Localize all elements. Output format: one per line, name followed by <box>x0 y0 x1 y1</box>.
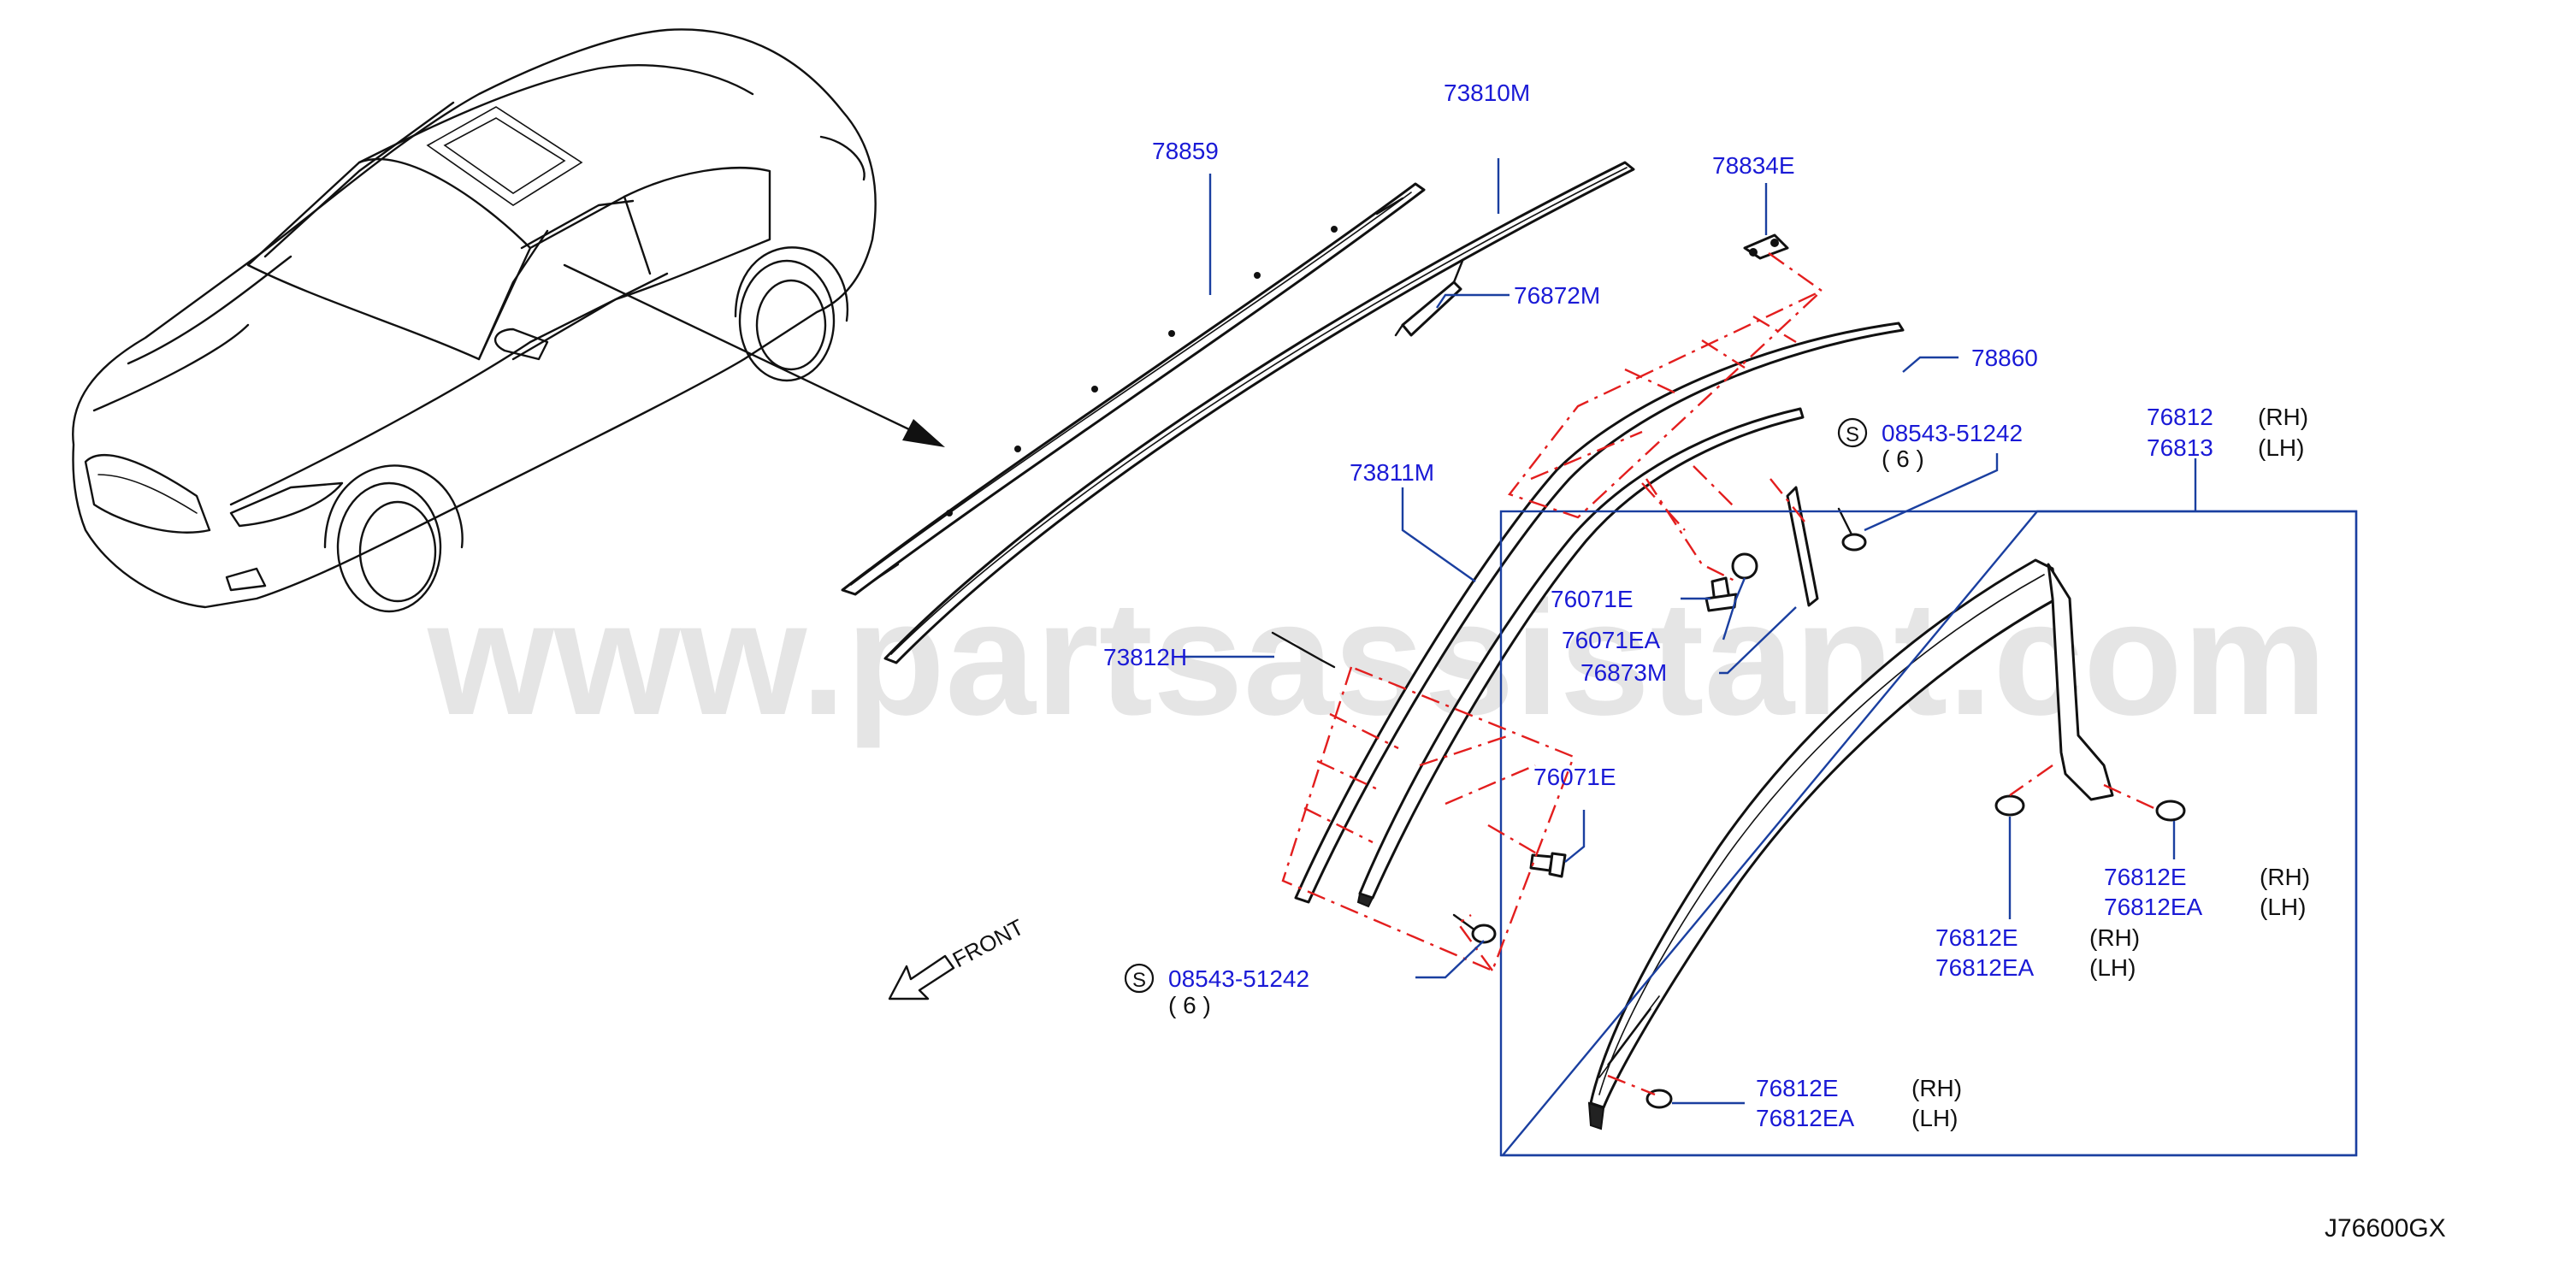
label-76812EA-bottom[interactable]: 76812EA <box>1756 1105 1855 1131</box>
part-78834E-clip <box>1743 233 1789 260</box>
label-76813-lh: (LH) <box>2258 434 2304 461</box>
front-direction-indicator: FRONT <box>888 914 1028 1000</box>
label-76873M[interactable]: 76873M <box>1580 659 1667 686</box>
part-73810M-roof-drip <box>883 161 1635 664</box>
label-08543-qty-bottom: ( 6 ) <box>1168 992 1211 1018</box>
label-76812EA-bottom-lh: (LH) <box>1911 1105 1958 1131</box>
part-73811M-pillar-finisher <box>1356 407 1805 908</box>
label-73811M[interactable]: 73811M <box>1350 459 1434 486</box>
s-symbol-top-letter: S <box>1846 423 1859 446</box>
label-76812EA-middle-lh: (LH) <box>2089 954 2136 981</box>
label-76071E-lower[interactable]: 76071E <box>1533 764 1616 790</box>
part-76071E-clip-lower <box>1529 852 1567 878</box>
label-76812EA-right-lh: (LH) <box>2260 894 2306 920</box>
part-76812E-clip-right <box>2155 800 2186 822</box>
label-76812E-right-rh: (RH) <box>2260 864 2310 890</box>
diagram-code: J76600GX <box>2325 1214 2446 1242</box>
part-labels: 78859 73810M 78834E 76872M 78860 S 08543… <box>1103 80 2310 1131</box>
part-76812-pillar-finisher <box>1587 558 2114 1130</box>
label-76812E-bottom[interactable]: 76812E <box>1756 1075 1839 1101</box>
part-76873M-clip-strip <box>1786 486 1819 607</box>
red-alignment-lines <box>1281 252 2160 1096</box>
label-78860[interactable]: 78860 <box>1971 345 2038 371</box>
s-symbol-top <box>1837 417 1868 448</box>
part-78860-pillar-molding <box>1294 322 1905 904</box>
label-08543-51242-bottom[interactable]: 08543-51242 <box>1168 965 1309 992</box>
part-08543-screw-upper <box>1837 507 1867 552</box>
label-08543-qty-top: ( 6 ) <box>1882 446 1924 472</box>
pillar-group-outline <box>1500 510 2358 1157</box>
label-76071EA[interactable]: 76071EA <box>1562 627 1661 653</box>
label-76812EA-middle[interactable]: 76812EA <box>1935 954 2035 981</box>
label-76812E-middle-rh: (RH) <box>2089 924 2140 951</box>
part-76812E-clip-middle <box>1994 794 2025 817</box>
label-76812EA-right[interactable]: 76812EA <box>2104 894 2203 920</box>
label-76812E-middle[interactable]: 76812E <box>1935 924 2018 951</box>
s-symbol-bottom-letter: S <box>1132 969 1146 992</box>
leader-lines <box>1180 158 2197 1105</box>
s-symbol-bottom <box>1124 963 1155 994</box>
label-76812E-right[interactable]: 76812E <box>2104 864 2187 890</box>
label-76812-rh: (RH) <box>2258 404 2308 430</box>
part-78859-roof-molding <box>841 182 1426 596</box>
part-73812H-stud <box>1271 631 1336 669</box>
part-76071E-clip-upper <box>1705 576 1738 612</box>
label-76812E-bottom-rh: (RH) <box>1911 1075 1962 1101</box>
part-76071EA-grommet <box>1731 552 1758 580</box>
car-illustration <box>72 28 945 613</box>
label-78859[interactable]: 78859 <box>1152 138 1219 164</box>
front-arrow-icon <box>888 954 955 1000</box>
label-78834E[interactable]: 78834E <box>1712 152 1795 179</box>
part-08543-screw-lower <box>1452 913 1497 944</box>
label-76872M[interactable]: 76872M <box>1514 282 1600 309</box>
front-label: FRONT <box>948 914 1028 973</box>
label-76812[interactable]: 76812 <box>2147 404 2213 430</box>
label-76813[interactable]: 76813 <box>2147 434 2213 461</box>
label-73810M[interactable]: 73810M <box>1444 80 1530 106</box>
label-76071E-upper[interactable]: 76071E <box>1551 586 1634 612</box>
label-08543-51242-top[interactable]: 08543-51242 <box>1882 420 2023 446</box>
label-73812H[interactable]: 73812H <box>1103 644 1187 670</box>
